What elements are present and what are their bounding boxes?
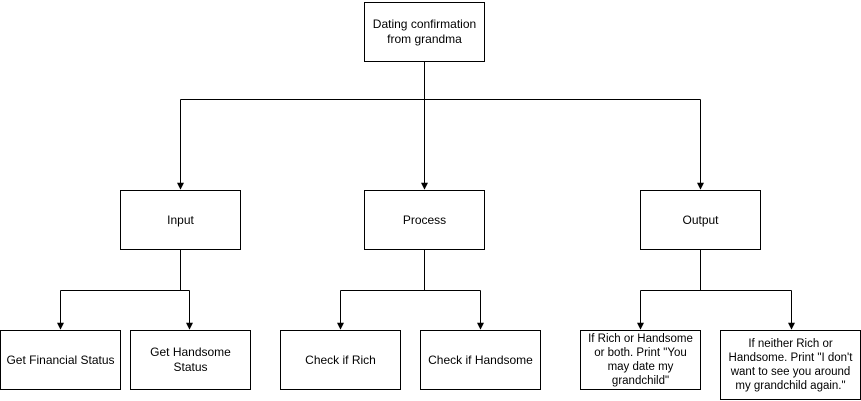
output-neither-node: If neither Rich or Handsome. Print "I do… xyxy=(720,330,861,400)
check-if-rich-label: Check if Rich xyxy=(305,352,376,367)
root-node: Dating confirmation from grandma xyxy=(364,2,485,62)
input-node: Input xyxy=(120,190,241,250)
output-node-label: Output xyxy=(682,212,719,227)
root-node-label: Dating confirmation from grandma xyxy=(372,17,477,46)
input-node-label: Input xyxy=(167,212,194,227)
check-if-handsome-label: Check if Handsome xyxy=(428,352,533,367)
output-rich-or-handsome-node: If Rich or Handsome or both. Print "You … xyxy=(580,330,701,390)
process-node-label: Process xyxy=(402,212,447,227)
get-handsome-status-node: Get Handsome Status xyxy=(130,330,251,390)
output-rich-or-handsome-label: If Rich or Handsome or both. Print "You … xyxy=(588,333,693,387)
get-handsome-status-label: Get Handsome Status xyxy=(150,345,231,374)
get-financial-status-label: Get Financial Status xyxy=(6,352,115,367)
check-if-rich-node: Check if Rich xyxy=(280,330,401,390)
get-financial-status-node: Get Financial Status xyxy=(0,330,121,390)
output-neither-label: If neither Rich or Handsome. Print "I do… xyxy=(728,338,853,392)
process-node: Process xyxy=(364,190,485,250)
output-node: Output xyxy=(640,190,761,250)
check-if-handsome-node: Check if Handsome xyxy=(420,330,541,390)
